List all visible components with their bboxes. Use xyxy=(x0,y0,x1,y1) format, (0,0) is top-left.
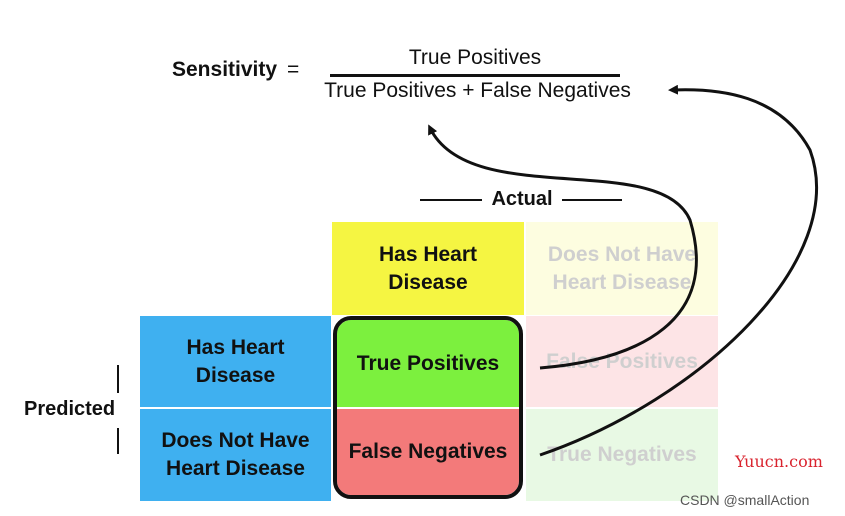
actual-positive-highlight xyxy=(333,316,523,499)
formula-numerator: True Positives xyxy=(408,46,542,69)
actual-line-left xyxy=(420,199,482,201)
sensitivity-label: Sensitivity xyxy=(172,58,278,81)
predicted-bar-bottom xyxy=(117,428,119,454)
cell-false-negatives: False Negatives xyxy=(337,409,519,495)
column-header-has-disease: Has Heart Disease xyxy=(332,222,524,315)
predicted-label: Predicted xyxy=(24,398,116,420)
cell-true-negatives: True Negatives xyxy=(526,409,718,501)
equals-sign: = xyxy=(287,58,300,81)
row-header-no-disease: Does Not Have Heart Disease xyxy=(140,409,331,501)
column-header-no-disease: Does Not Have Heart Disease xyxy=(526,222,718,315)
row-header-has-disease: Has Heart Disease xyxy=(140,316,331,407)
actual-label: Actual xyxy=(491,188,553,210)
fraction-line xyxy=(330,74,620,77)
actual-line-right xyxy=(562,199,622,201)
formula-denominator: True Positives + False Negatives xyxy=(324,79,631,102)
credit-text: CSDN @smallAction xyxy=(680,492,810,508)
watermark-text: Yuucn.com xyxy=(735,452,823,471)
predicted-bar-top xyxy=(117,365,119,393)
cell-false-positives: False Positives xyxy=(526,316,718,407)
